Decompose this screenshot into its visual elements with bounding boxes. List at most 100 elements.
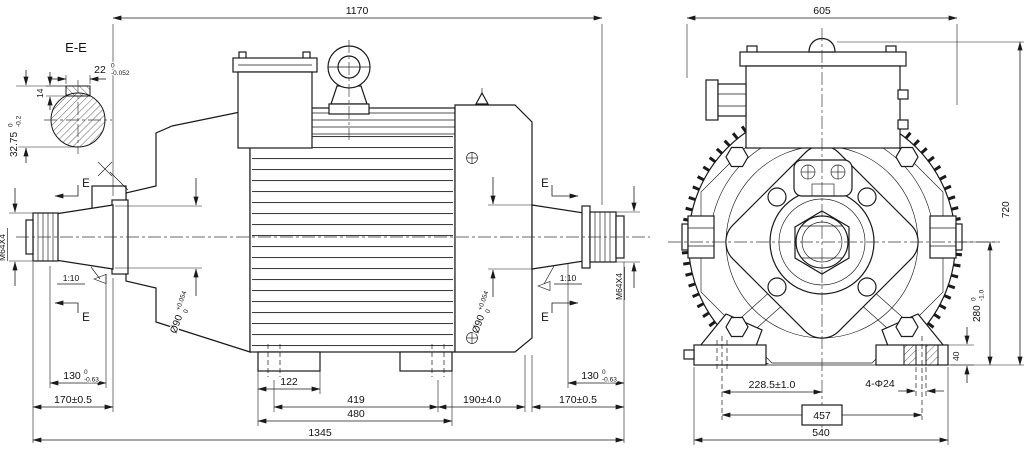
- bracket-hole: [767, 277, 787, 297]
- front-view: 605 720 280 0 -1.0: [668, 4, 1024, 445]
- svg-text:-1.0: -1.0: [979, 289, 986, 301]
- side-view: E E E E 1:10 1:10: [0, 4, 650, 443]
- dim-hole-span: 419: [273, 393, 439, 410]
- bracket-hole: [767, 187, 787, 207]
- hex-bolt-icon: [895, 146, 919, 168]
- svg-text:0: 0: [484, 308, 492, 314]
- taper-ratio-left: 1:10: [57, 266, 107, 285]
- dim-overall-top: 1170: [112, 4, 603, 205]
- svg-text:-0.63: -0.63: [84, 377, 99, 384]
- svg-text:-0.052: -0.052: [111, 70, 130, 77]
- svg-text:1:10: 1:10: [63, 273, 80, 283]
- dim-taper-length-right: 130 0 -0.63: [567, 368, 625, 386]
- svg-text:720: 720: [1001, 201, 1012, 218]
- svg-text:0: 0: [182, 308, 190, 314]
- vent-icon: [474, 91, 490, 105]
- section-marker-E-left-bottom: E: [54, 300, 91, 325]
- taper-symbol-icon: [537, 281, 551, 291]
- section-label: E: [82, 178, 90, 190]
- fan-end-bracket: [454, 88, 533, 353]
- dim-center-height: 280 0 -1.0: [958, 241, 998, 366]
- svg-text:170±0.5: 170±0.5: [559, 394, 597, 406]
- bracket-hole: [857, 187, 877, 207]
- svg-text:0: 0: [84, 369, 88, 376]
- side-cover-right: [929, 215, 963, 259]
- terminal-box-front: [705, 37, 909, 149]
- dim-bracket-span: 190±4.0: [437, 393, 526, 410]
- svg-text:190±4.0: 190±4.0: [463, 394, 501, 406]
- svg-text:130: 130: [63, 370, 81, 382]
- dim-thread-right: M64X4: [592, 186, 640, 301]
- hole-section: [925, 344, 939, 366]
- dim-frame-width: 605: [686, 4, 958, 105]
- svg-text:40: 40: [951, 351, 961, 361]
- dim-foot-width: 540: [693, 367, 949, 445]
- stator-body: [249, 107, 456, 353]
- section-marker-E-left-top: E: [54, 177, 91, 199]
- side-bolt-icon: [897, 119, 909, 130]
- dim-foot-thickness: 40: [948, 327, 974, 383]
- shaft-right: [531, 204, 625, 270]
- side-cover-left: [681, 215, 715, 259]
- side-bolt-icon: [897, 89, 909, 100]
- hex-bolt-icon: [725, 316, 749, 338]
- svg-text:M64X4: M64X4: [0, 234, 7, 261]
- dim-shaft-ext-right: 170±0.5: [531, 393, 625, 410]
- svg-text:1170: 1170: [346, 5, 369, 17]
- svg-text:0: 0: [8, 123, 15, 127]
- svg-text:22: 22: [94, 64, 106, 76]
- boxed-dim-frame: [801, 404, 843, 426]
- svg-text:130: 130: [581, 370, 599, 382]
- hex-bolt-icon: [895, 316, 919, 338]
- svg-text:457: 457: [813, 410, 831, 422]
- svg-text:540: 540: [812, 427, 830, 439]
- cable-gland: [705, 79, 747, 121]
- svg-text:280: 280: [972, 305, 983, 322]
- dim-overall-length: 1345: [32, 426, 625, 443]
- svg-text:0: 0: [971, 297, 978, 301]
- dim-mounting-holes: 4-Φ24: [864, 367, 944, 396]
- svg-text:0: 0: [602, 369, 606, 376]
- section-label: E: [541, 178, 549, 190]
- hex-bolt-icon: [725, 146, 749, 168]
- svg-text:1345: 1345: [308, 427, 332, 439]
- foot-bolt-icon: [683, 349, 695, 360]
- bolt-cross-icon: [466, 152, 478, 164]
- hole-section: [903, 344, 917, 366]
- dim-taper-length-left: 130 0 -0.63: [49, 368, 107, 386]
- dim-overall-height: 720: [837, 41, 1024, 366]
- cooling-fins: [252, 136, 453, 349]
- section-label: E: [541, 312, 549, 324]
- dim-hole-half-span: 228.5±1.0: [721, 378, 823, 395]
- section-label: E: [82, 312, 90, 324]
- bolt-cross-icon: [466, 332, 478, 344]
- taper-ratio-right: 1:10: [537, 265, 582, 291]
- svg-text:M64X4: M64X4: [614, 273, 624, 300]
- svg-text:-0.2: -0.2: [16, 115, 23, 127]
- section-view-EE: E-E 22 0 -0.052 14: [6, 39, 131, 163]
- dim-thread-left: M64X4: [0, 188, 34, 286]
- svg-text:-0.63: -0.63: [602, 377, 617, 384]
- dim-keyway-depth: 32.75 0 -0.2: [6, 70, 78, 163]
- section-marker-E-right-top: E: [540, 177, 579, 199]
- mounting-feet-side: [257, 344, 453, 377]
- svg-text:228.5±1.0: 228.5±1.0: [749, 379, 796, 391]
- dim-shaft-ext-left: 170±0.5: [32, 393, 114, 410]
- dim-frame-size: 457: [721, 404, 923, 426]
- svg-text:4-Φ24: 4-Φ24: [865, 378, 895, 390]
- svg-text:605: 605: [813, 5, 831, 17]
- svg-text:419: 419: [347, 394, 365, 406]
- terminal-box-side: [232, 51, 318, 149]
- svg-text:14: 14: [35, 88, 45, 98]
- dim-key-width: 22 0 -0.052: [50, 61, 131, 84]
- hub-top-bracket: [793, 159, 853, 197]
- svg-text:32.75: 32.75: [9, 132, 20, 157]
- dim-foot-pad: 122: [257, 375, 321, 392]
- svg-text:480: 480: [347, 408, 365, 420]
- svg-text:170±0.5: 170±0.5: [54, 394, 92, 406]
- svg-text:0: 0: [111, 63, 115, 70]
- bracket-hole: [857, 277, 877, 297]
- section-marker-E-right-bottom: E: [540, 300, 579, 325]
